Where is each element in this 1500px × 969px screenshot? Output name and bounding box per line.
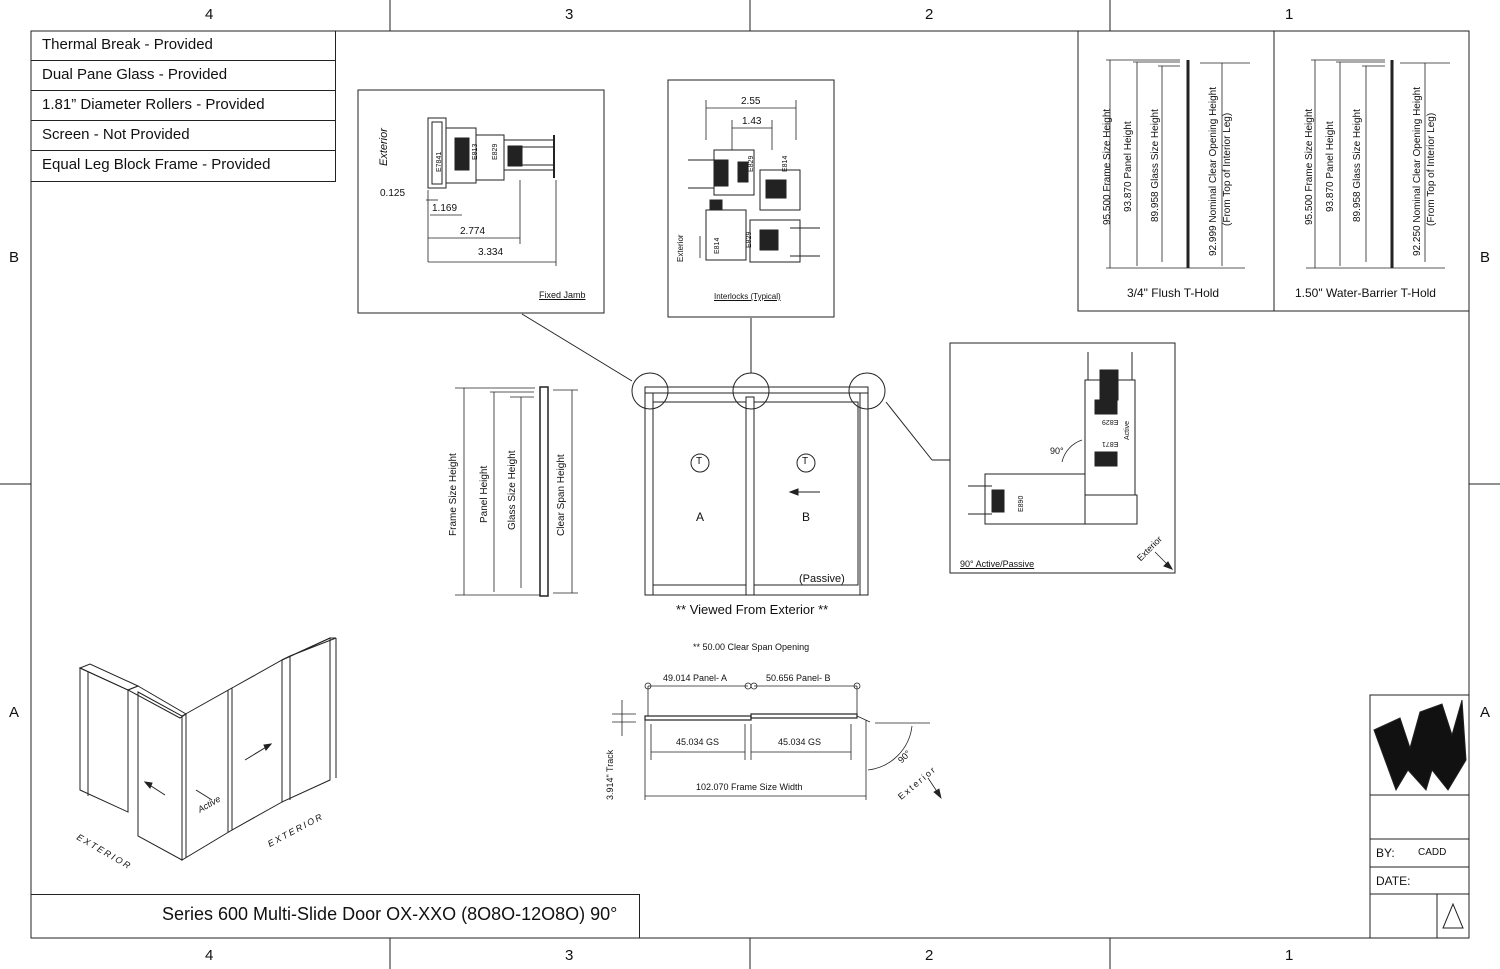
dim-0-125: 0.125 <box>380 188 406 199</box>
zone-top-4: 4 <box>205 6 214 23</box>
leader-corner <box>885 401 933 461</box>
date-label: DATE: <box>1376 874 1411 888</box>
dim-1-43: 1.43 <box>742 116 762 127</box>
water-thold-dims <box>1306 59 1450 269</box>
elevation-frame <box>631 372 886 596</box>
leader-fixed-jamb <box>521 313 633 382</box>
company-logo <box>1373 699 1467 792</box>
flush-thold-dims <box>1106 59 1250 269</box>
section-clear-span-height: Clear Span Height <box>556 454 567 536</box>
frame-size-width: 102.070 Frame Size Width <box>696 782 803 792</box>
interlocks-exterior-label: Exterior <box>676 234 685 262</box>
zone-right-a: A <box>1480 704 1491 721</box>
by-value: CADD <box>1418 847 1447 858</box>
dim-1-169: 1.169 <box>432 203 458 214</box>
panel-a-label: A <box>696 510 705 524</box>
part-e871: E871 <box>1102 440 1119 447</box>
section-glass-height: Glass Size Height <box>507 450 518 530</box>
corner-active-label: Active <box>1124 420 1131 440</box>
notes-table: Thermal Break - Provided Dual Pane Glass… <box>31 31 336 182</box>
track-width: 3.914" Track <box>605 749 615 800</box>
zone-bottom-3: 3 <box>565 947 574 964</box>
section-panel-height: Panel Height <box>479 465 490 523</box>
zone-left-a: A <box>9 704 20 721</box>
note-thermal-break: Thermal Break - Provided <box>31 31 335 61</box>
part-e813: E813 <box>472 143 479 160</box>
fixed-jamb-dims <box>426 180 557 266</box>
corner-detail-box <box>949 342 1176 574</box>
iso-door <box>78 637 337 861</box>
part-e829-corner: E829 <box>1102 418 1119 425</box>
fixed-jamb-caption: Fixed Jamb <box>539 290 586 300</box>
clear-span-note: ** 50.00 Clear Span Opening <box>693 642 810 652</box>
part-e7841: E7841 <box>436 151 443 172</box>
viewed-from-exterior: ** Viewed From Exterior ** <box>676 602 829 617</box>
dim-2-774: 2.774 <box>460 226 486 237</box>
part-e890: E890 <box>1018 495 1025 512</box>
note-screen: Screen - Not Provided <box>31 121 335 151</box>
panel-b-label: B <box>802 510 811 524</box>
part-e814-top: E814 <box>782 155 789 172</box>
flush-frame-height: 95.500 Frame Size Height <box>1102 108 1113 225</box>
fixed-jamb-exterior-label: Exterior <box>378 128 390 166</box>
title-box <box>31 894 640 938</box>
note-rollers: 1.81” Diameter Rollers - Provided <box>31 91 335 121</box>
water-interior-leg-note: (From Top of Interior Leg) <box>1426 112 1437 226</box>
panel-a-width: 49.014 Panel- A <box>663 673 728 683</box>
passive-label: (Passive) <box>799 573 845 585</box>
zone-top-2: 2 <box>925 6 934 23</box>
water-clear-opening: 92.250 Nominal Clear Opening Height <box>1412 87 1423 256</box>
t-mark-b: T <box>802 456 809 467</box>
interlocks-caption: Interlocks (Typical) <box>714 292 781 301</box>
title-block <box>1369 694 1470 939</box>
zone-left-b: B <box>9 249 20 266</box>
glass-size-a: 45.034 GS <box>676 737 720 747</box>
part-e814-bottom: E814 <box>714 237 721 254</box>
water-glass-height: 89.958 Glass Size Height <box>1352 109 1363 222</box>
flush-clear-opening: 92.999 Nominal Clear Opening Height <box>1208 87 1219 256</box>
water-panel-height: 93.870 Panel Height <box>1325 121 1336 212</box>
zone-bottom-1: 1 <box>1285 947 1294 964</box>
drawing-title: Series 600 Multi-Slide Door OX-XXO (8O8O… <box>162 904 618 924</box>
by-label: BY: <box>1376 846 1395 860</box>
water-frame-height: 95.500 Frame Size Height <box>1304 108 1315 225</box>
flush-panel-height: 93.870 Panel Height <box>1123 121 1134 212</box>
part-e829-bottom: E829 <box>746 231 753 248</box>
part-e829-top: E829 <box>748 155 755 172</box>
note-dual-pane: Dual Pane Glass - Provided <box>31 61 335 91</box>
corner-caption: 90° Active/Passive <box>960 559 1035 569</box>
interlocks-profile <box>688 100 820 263</box>
water-thold-caption: 1.50" Water-Barrier T-Hold <box>1295 286 1436 300</box>
section-frame-height: Frame Size Height <box>448 453 459 536</box>
dim-2-55: 2.55 <box>741 96 761 107</box>
fixed-jamb-detail-box <box>357 89 605 314</box>
panel-b-width: 50.656 Panel- B <box>766 673 831 683</box>
flush-interior-leg-note: (From Top of Interior Leg) <box>1222 112 1233 226</box>
part-e829-jamb: E829 <box>492 143 499 160</box>
zone-top-1: 1 <box>1285 6 1294 23</box>
corner-angle: 90° <box>1050 446 1064 456</box>
t-mark-a: T <box>696 456 703 467</box>
fixed-jamb-profile <box>427 117 555 189</box>
zone-bottom-4: 4 <box>205 947 214 964</box>
interlocks-detail-box <box>667 79 835 318</box>
zone-right-b: B <box>1480 249 1491 266</box>
dim-3-334: 3.334 <box>478 247 504 258</box>
vertical-section <box>455 386 578 597</box>
flush-thold-caption: 3/4" Flush T-Hold <box>1127 286 1220 300</box>
zone-bottom-2: 2 <box>925 947 934 964</box>
glass-size-b: 45.034 GS <box>778 737 822 747</box>
plan-view <box>612 682 942 800</box>
corner-profile <box>968 352 1174 570</box>
note-block-frame: Equal Leg Block Frame - Provided <box>42 156 271 173</box>
flush-glass-height: 89.958 Glass Size Height <box>1150 109 1161 222</box>
zone-top-3: 3 <box>565 6 574 23</box>
